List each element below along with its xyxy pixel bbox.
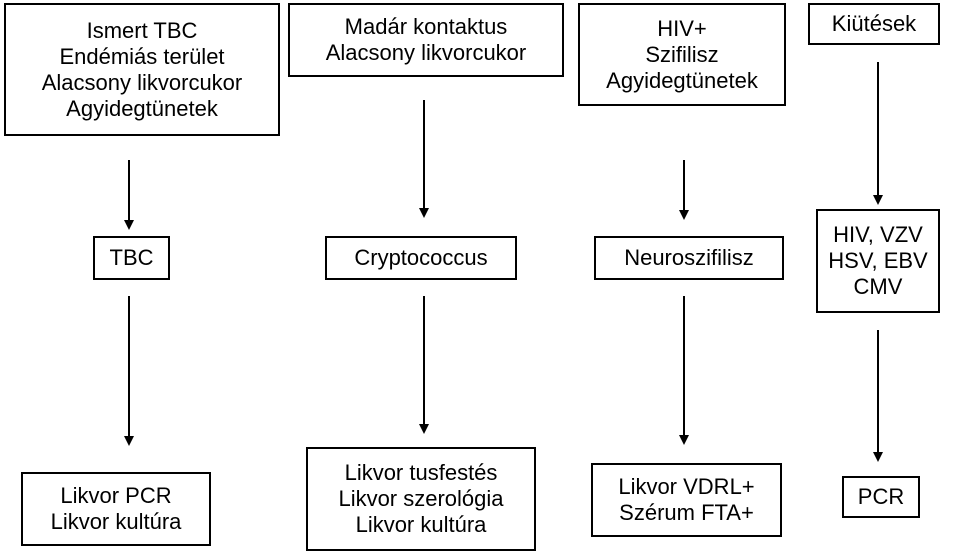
box-line: CMV — [853, 274, 903, 299]
box-line: Alacsony likvorcukor — [325, 40, 527, 65]
arrow-connector — [124, 296, 134, 446]
box-cryptococcus-diagnosis: Cryptococcus — [325, 236, 517, 280]
box-line: Likvor kultúra — [50, 509, 182, 534]
arrow-connector — [419, 100, 429, 218]
box-tbc-tests: Likvor PCR Likvor kultúra — [21, 472, 211, 546]
box-line: Ismert TBC — [86, 17, 198, 43]
box-line: Likvor PCR — [60, 483, 172, 508]
box-viral-diagnosis: HIV, VZV HSV, EBV CMV — [816, 209, 940, 313]
box-line: HSV, EBV — [828, 248, 928, 273]
box-line: Agyidegtünetek — [606, 67, 758, 93]
box-line: Kiütések — [831, 11, 917, 36]
arrow-connector — [679, 296, 689, 445]
arrow-connector — [873, 330, 883, 462]
box-line: Likvor tusfestés — [344, 460, 498, 485]
arrow-connector — [679, 160, 689, 220]
box-tbc-diagnosis: TBC — [93, 236, 170, 280]
box-line: Agyidegtünetek — [66, 95, 218, 121]
box-viral-risk-factors: Kiütések — [808, 3, 940, 45]
box-line: Szifilisz — [645, 41, 719, 67]
arrow-connector — [124, 160, 134, 230]
box-neurosyphilis-risk-factors: HIV+ Szifilisz Agyidegtünetek — [578, 3, 786, 106]
box-viral-tests: PCR — [842, 476, 920, 518]
box-line: Neuroszifilisz — [624, 245, 754, 270]
box-line: Likvor VDRL+ — [618, 474, 755, 499]
box-line: Likvor kultúra — [355, 512, 487, 537]
box-line: Alacsony likvorcukor — [41, 69, 243, 95]
box-cryptococcus-risk-factors: Madár kontaktus Alacsony likvorcukor — [288, 3, 564, 77]
box-line: Szérum FTA+ — [619, 500, 754, 525]
box-line: HIV+ — [657, 15, 707, 41]
box-line: TBC — [109, 245, 154, 270]
arrow-connector — [419, 296, 429, 434]
box-line: Cryptococcus — [354, 245, 488, 270]
box-line: Endémiás terület — [59, 43, 225, 69]
box-neurosyphilis-tests: Likvor VDRL+ Szérum FTA+ — [591, 463, 782, 537]
arrow-connector — [873, 62, 883, 205]
box-tbc-risk-factors: Ismert TBC Endémiás terület Alacsony lik… — [4, 3, 280, 136]
box-line: Likvor szerológia — [338, 486, 504, 511]
box-line: PCR — [857, 484, 905, 509]
box-neurosyphilis-diagnosis: Neuroszifilisz — [594, 236, 784, 280]
box-cryptococcus-tests: Likvor tusfestés Likvor szerológia Likvo… — [306, 447, 536, 551]
box-line: Madár kontaktus — [344, 14, 508, 39]
box-line: HIV, VZV — [833, 222, 923, 247]
